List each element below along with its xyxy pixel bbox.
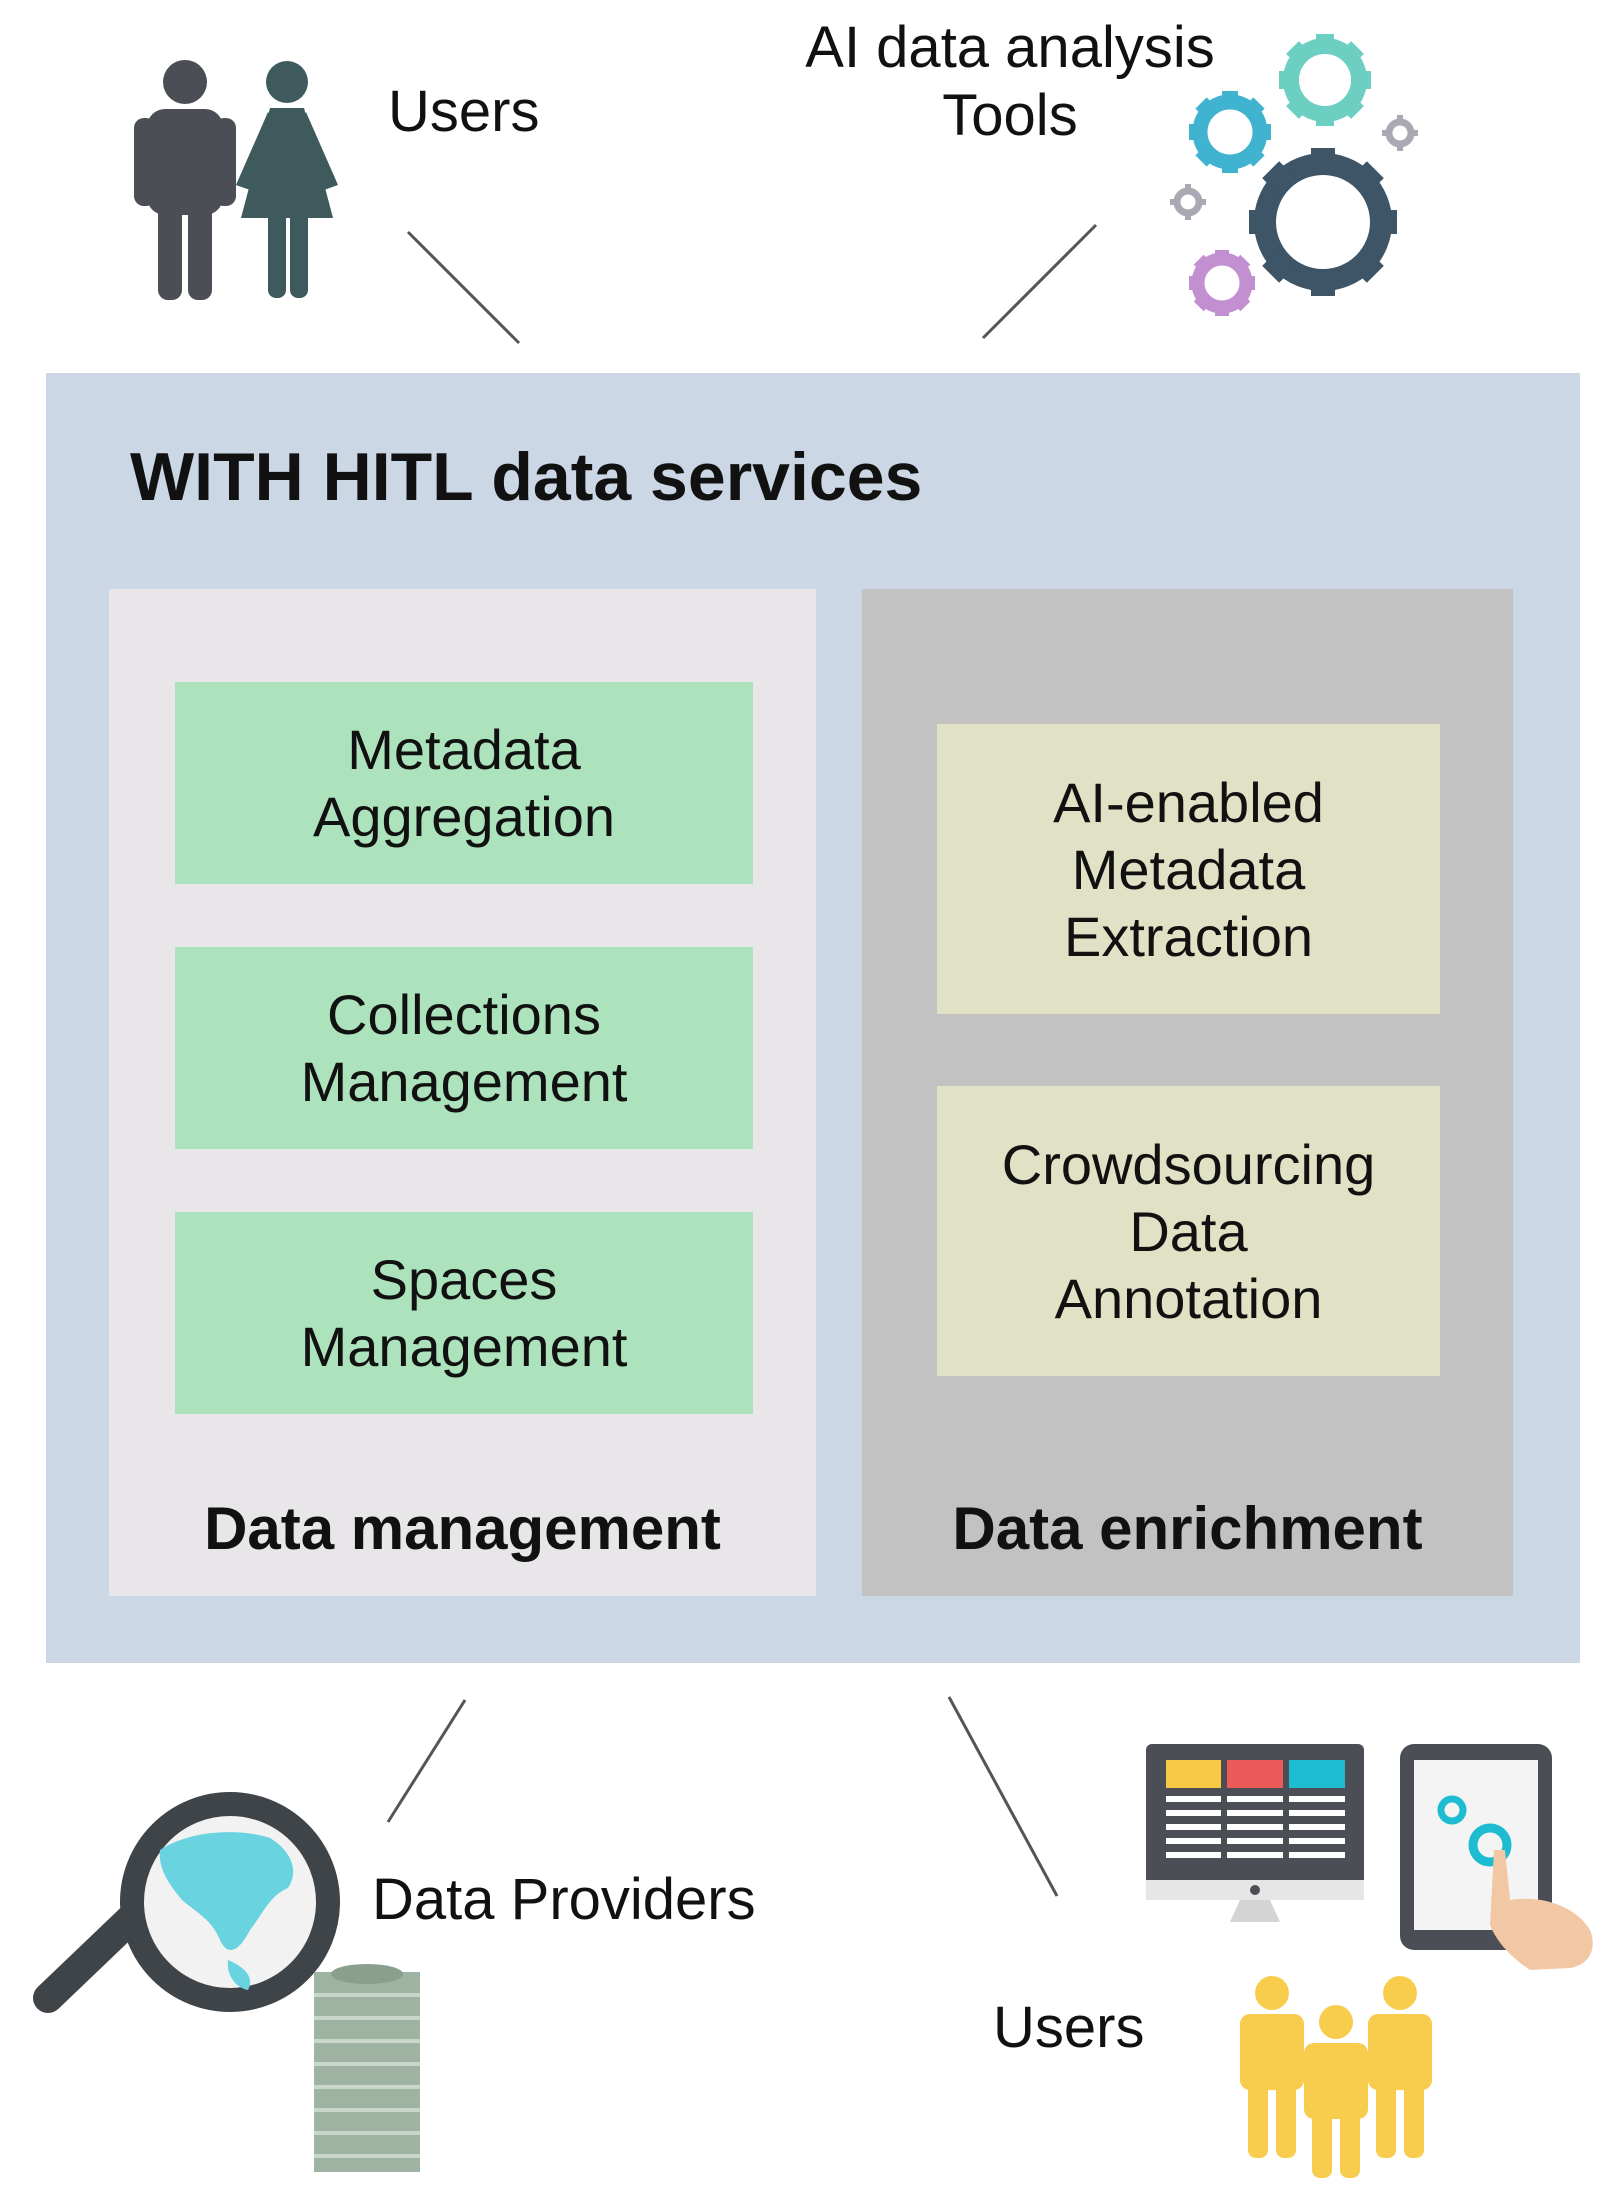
connector-users-bottom <box>947 1696 1059 1897</box>
data-annotation-box: Crowdsourcing Data Annotation <box>937 1086 1440 1376</box>
box-label: Crowdsourcing Data Annotation <box>1001 1132 1376 1330</box>
server-stack-icon <box>314 1964 420 2172</box>
box-label: Spaces Management <box>300 1248 628 1378</box>
users-top-label: Users <box>388 79 540 144</box>
main-title: WITH HITL data services <box>130 439 923 515</box>
connector-lines <box>386 223 1098 1897</box>
users-bottom-label: Users <box>993 1995 1145 2060</box>
box-label: Collections Management <box>300 983 628 1113</box>
connector-tools <box>981 223 1098 340</box>
users-group-icon <box>1240 1976 1432 2178</box>
data-enrichment-title: Data enrichment <box>952 1495 1423 1562</box>
man-icon <box>134 60 236 300</box>
gears-icon <box>1170 34 1418 316</box>
box-label: AI-enabled Metadata Extraction <box>1053 770 1324 968</box>
tablet-touch-icon <box>1400 1744 1593 1970</box>
spaces-management-box: Spaces Management <box>175 1212 753 1414</box>
connector-data-providers <box>386 1699 467 1823</box>
ai-tools-label: AI data analysis Tools <box>805 15 1215 148</box>
data-providers-label: Data Providers <box>372 1867 756 1932</box>
box-label: Metadata Aggregation <box>312 718 615 848</box>
magnifier-globe-icon <box>33 1792 340 2013</box>
woman-icon <box>236 61 338 298</box>
metadata-aggregation-box: Metadata Aggregation <box>175 682 753 884</box>
connector-users-top <box>406 230 521 345</box>
metadata-extraction-box: AI-enabled Metadata Extraction <box>937 724 1440 1014</box>
monitor-icon <box>1146 1744 1364 1922</box>
collections-management-box: Collections Management <box>175 947 753 1149</box>
data-management-title: Data management <box>204 1495 721 1562</box>
